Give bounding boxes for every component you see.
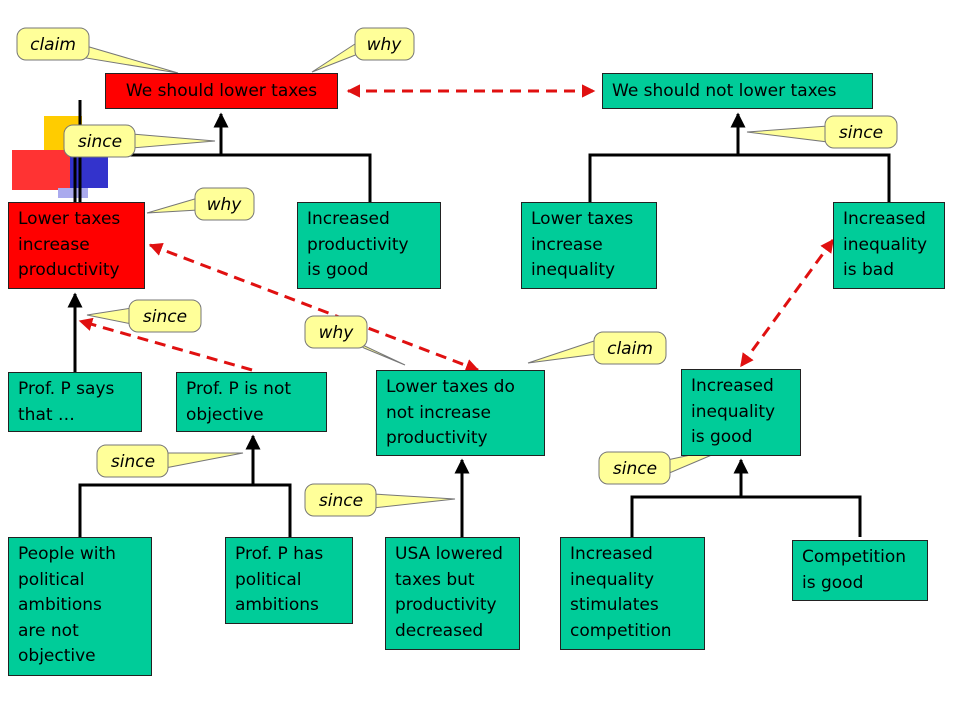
callout-since-left-top-label: since — [78, 132, 122, 152]
connector-inequality-good — [630, 495, 862, 537]
slide-decoration — [12, 100, 108, 208]
callout-claim-top: claim — [16, 27, 179, 74]
callout-since-prof-label: since — [143, 307, 187, 327]
attack-arrow-inequality — [739, 238, 835, 368]
callout-claim-middle: claim — [527, 331, 667, 365]
callout-since-usa-label: since — [319, 491, 363, 511]
callout-claim-middle-label: claim — [607, 339, 653, 359]
connector-prof-not-objective — [78, 483, 292, 537]
callout-claim-top-label: claim — [30, 35, 76, 55]
callout-why-productivity-label: why — [207, 195, 243, 215]
callout-since-left-top: since — [63, 124, 216, 158]
connector-not-lower-taxes — [588, 153, 891, 202]
attack-arrows — [78, 84, 835, 372]
premise-increased-productivity-is-good: Increased productivity is good — [297, 202, 441, 289]
callout-why-top: why — [311, 27, 415, 73]
premise-competition-is-good: Competition is good — [792, 540, 928, 601]
tree-connectors — [67, 112, 891, 537]
premise-increased-inequality-is-good: Increased inequality is good — [681, 369, 801, 456]
callout-why-top-label: why — [367, 35, 403, 55]
callout-since-usa: since — [304, 483, 456, 517]
claim-we-should-not-lower-taxes: We should not lower taxes — [602, 73, 873, 109]
callout-since-right-top: since — [746, 115, 898, 149]
premise-increased-inequality-is-bad: Increased inequality is bad — [833, 202, 945, 289]
callout-why-middle: why — [304, 315, 406, 366]
callout-since-inequality-good-label: since — [613, 459, 657, 479]
callout-since-prof: since — [86, 299, 202, 333]
premise-lower-taxes-do-not-increase-productivity: Lower taxes do not increase productivity — [376, 370, 545, 456]
callout-why-middle-label: why — [319, 323, 355, 343]
premise-prof-p-says: Prof. P says that … — [8, 372, 142, 432]
premise-inequality-stimulates-competition: Increased inequality stimulates competit… — [560, 537, 705, 650]
callout-since-prof-objective: since — [96, 444, 244, 478]
claim-we-should-lower-taxes: We should lower taxes — [105, 73, 338, 109]
premise-people-with-political-ambitions: People with political ambitions are not … — [8, 537, 152, 676]
callout-since-prof-objective-label: since — [111, 452, 155, 472]
attack-arrow-prof — [78, 317, 253, 372]
callout-why-productivity: why — [146, 187, 255, 221]
premise-lower-taxes-increase-inequality: Lower taxes increase inequality — [521, 202, 657, 289]
premise-usa-lowered-taxes: USA lowered taxes but productivity decre… — [385, 537, 520, 650]
premise-prof-p-has-political-ambitions: Prof. P has political ambitions — [225, 537, 353, 624]
premise-prof-p-not-objective: Prof. P is not objective — [176, 372, 327, 432]
premise-lower-taxes-increase-productivity: Lower taxes increase productivity — [8, 202, 145, 289]
attack-arrow-productivity — [148, 243, 480, 372]
callout-since-right-top-label: since — [839, 123, 883, 143]
